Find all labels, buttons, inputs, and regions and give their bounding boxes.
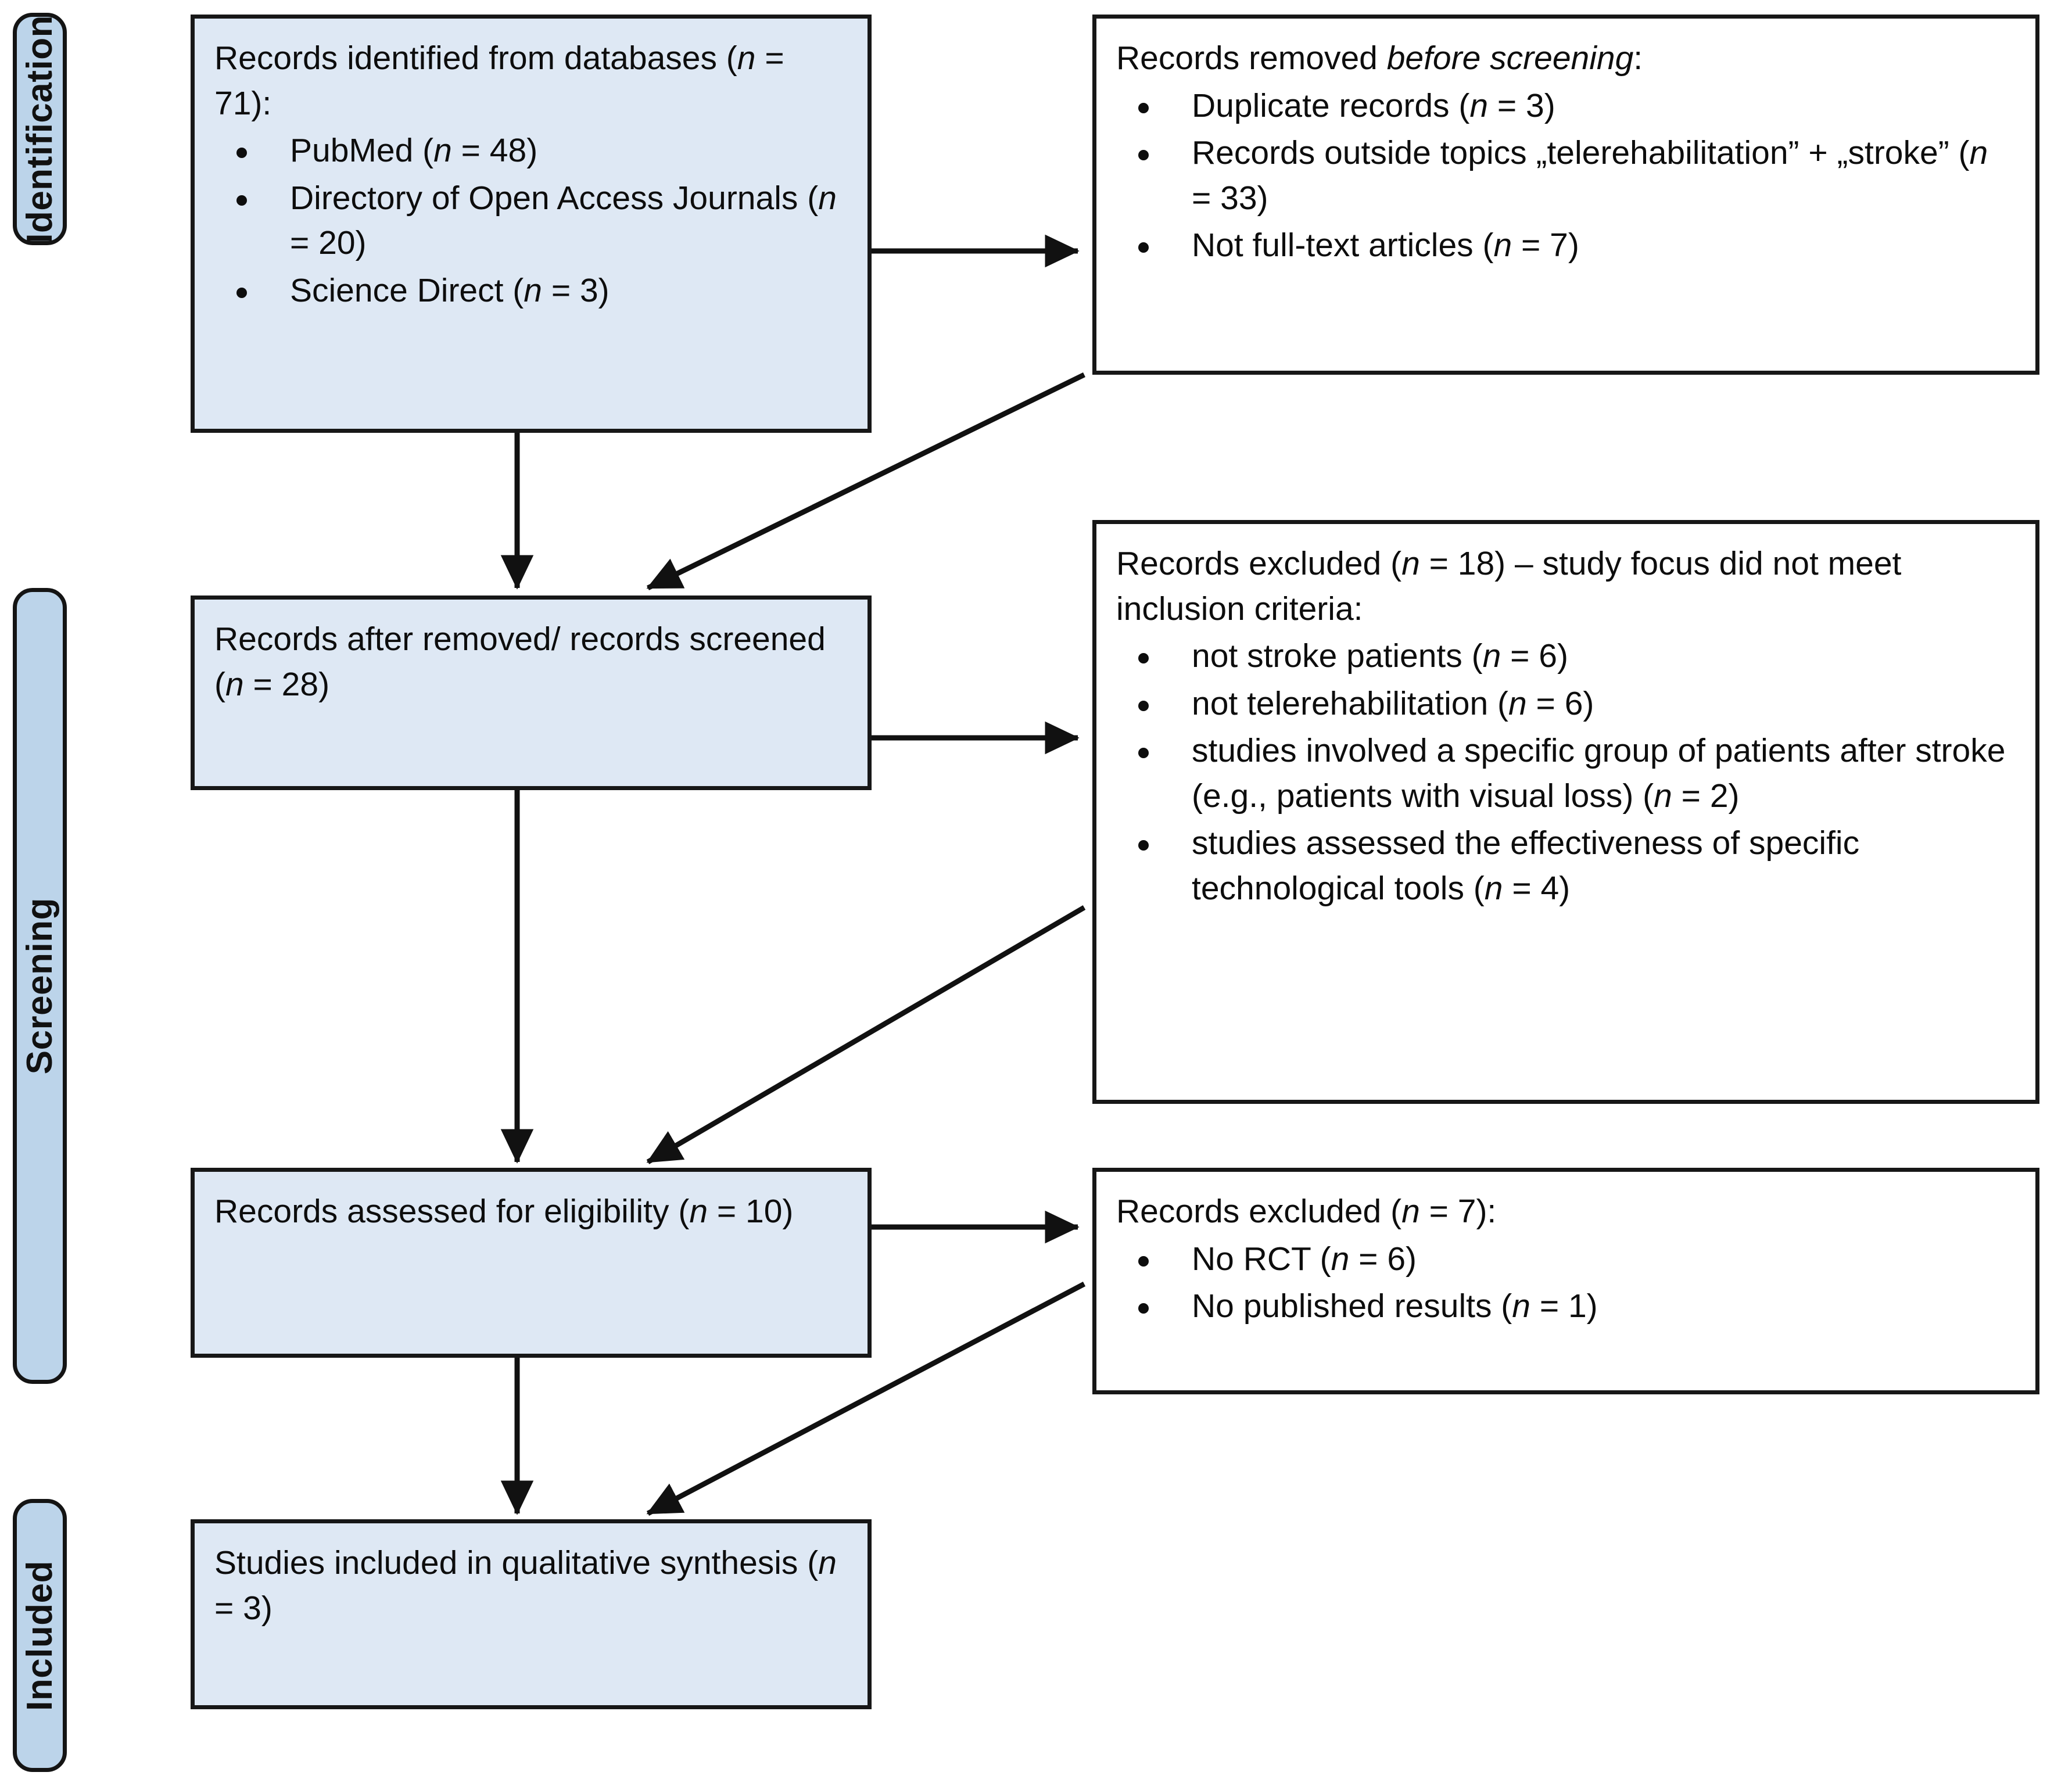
count-eligibility: 10 — [745, 1193, 783, 1230]
box-records-eligibility: Records assessed for eligibility (n = 10… — [191, 1168, 872, 1358]
box-records-excluded-screening-list: not stroke patients (n = 6) not telereha… — [1116, 634, 2016, 911]
stage-pill-included: Included — [13, 1499, 67, 1772]
list-item-not-full-text: Not full-text articles (n = 7) — [1116, 223, 2016, 268]
count-excluded-screening: 18 — [1457, 545, 1495, 582]
list-item-pubmed: PubMed (n = 48) — [214, 128, 848, 174]
count-specific-tools: 4 — [1540, 869, 1560, 907]
list-item-doaj: Directory of Open Access Journals (n = 2… — [214, 176, 848, 266]
arrow-excluded18-to-eligibility — [646, 905, 1086, 1164]
stage-label-identification: Identification — [19, 15, 60, 243]
list-item-science-direct: Science Direct (n = 3) — [214, 268, 848, 314]
list-item-duplicate-records: Duplicate records (n = 3) — [1116, 84, 2016, 129]
list-item-not-stroke-patients: not stroke patients (n = 6) — [1116, 634, 2016, 679]
box-records-removed-list: Duplicate records (n = 3) Records outsid… — [1116, 84, 2016, 268]
stage-label-screening: Screening — [19, 897, 60, 1075]
stage-label-included: Included — [19, 1560, 60, 1711]
list-item-not-telerehabilitation: not telerehabilitation (n = 6) — [1116, 681, 2016, 727]
box-records-removed-title: Records removed before screening: — [1116, 40, 1643, 77]
box-records-identified-list: PubMed (n = 48) Directory of Open Access… — [214, 128, 848, 313]
stage-pill-identification: Identification — [13, 13, 67, 245]
count-science-direct: 3 — [579, 271, 598, 309]
box-studies-included-title: Studies included in qualitative synthesi… — [214, 1544, 837, 1627]
box-records-excluded-screening-title: Records excluded (n = 18) – study focus … — [1116, 545, 1902, 627]
count-excluded-eligibility: 7 — [1457, 1193, 1476, 1230]
list-item-specific-group: studies involved a specific group of pat… — [1116, 729, 2016, 819]
box-records-excluded-screening: Records excluded (n = 18) – study focus … — [1092, 520, 2039, 1104]
box-records-screened-title: Records after removed/ records screened … — [214, 620, 826, 703]
box-records-removed-before-screening: Records removed before screening: Duplic… — [1092, 15, 2039, 375]
count-not-telerehabilitation: 6 — [1564, 684, 1583, 722]
count-no-rct: 6 — [1387, 1240, 1406, 1278]
count-outside-topics: 33 — [1220, 179, 1257, 217]
count-screened: 28 — [281, 665, 319, 703]
count-not-full-text: 7 — [1550, 227, 1568, 264]
count-pubmed: 48 — [489, 132, 527, 170]
box-records-eligibility-title: Records assessed for eligibility (n = 10… — [214, 1193, 794, 1230]
box-records-excluded-eligibility-list: No RCT (n = 6) No published results (n =… — [1116, 1237, 2016, 1329]
list-item-no-rct: No RCT (n = 6) — [1116, 1237, 2016, 1282]
count-doaj: 20 — [318, 224, 356, 262]
count-no-published-results: 1 — [1568, 1287, 1587, 1325]
box-records-excluded-eligibility-title: Records excluded (n = 7): — [1116, 1193, 1497, 1230]
box-records-excluded-eligibility: Records excluded (n = 7): No RCT (n = 6)… — [1092, 1168, 2039, 1394]
list-item-outside-topics: Records outside topics „telerehabilitati… — [1116, 131, 2016, 221]
stage-pill-screening: Screening — [13, 588, 67, 1384]
list-item-specific-tools: studies assessed the effectiveness of sp… — [1116, 821, 2016, 911]
count-not-stroke-patients: 6 — [1539, 637, 1557, 675]
count-duplicates: 3 — [1526, 87, 1544, 124]
box-records-screened: Records after removed/ records screened … — [191, 596, 872, 790]
box-records-identified-title: Records identified from databases (n = 7… — [214, 40, 784, 122]
box-studies-included: Studies included in qualitative synthesi… — [191, 1519, 872, 1709]
box-records-identified: Records identified from databases (n = 7… — [191, 15, 872, 433]
count-specific-group: 2 — [1709, 777, 1729, 815]
count-included: 3 — [243, 1589, 261, 1627]
list-item-no-published-results: No published results (n = 1) — [1116, 1284, 2016, 1329]
count-databases-total: 71 — [214, 84, 252, 122]
